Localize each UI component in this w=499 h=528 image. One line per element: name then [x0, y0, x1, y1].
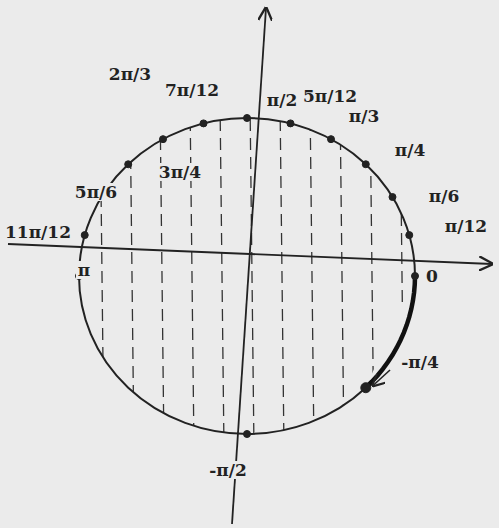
hatch-line [190, 100, 194, 450]
angle-point [361, 383, 371, 393]
angle-label: 3π/4 [157, 163, 203, 182]
hatch-line [100, 100, 104, 450]
angle-point [362, 161, 369, 168]
angle-point [244, 115, 251, 122]
angle-label: 5π/12 [301, 87, 359, 106]
angle-point [125, 161, 132, 168]
angle-point [412, 273, 419, 280]
angle-point [160, 136, 167, 143]
angle-label: 11π/12 [3, 223, 73, 242]
angle-point [200, 120, 207, 127]
hatch-line [340, 100, 344, 450]
angle-label: 2π/3 [107, 65, 153, 84]
y-axis [232, 8, 266, 524]
angle-label: π/6 [427, 187, 461, 206]
angle-label: 7π/12 [163, 81, 221, 100]
angle-point [244, 431, 251, 438]
hatch-line [370, 100, 374, 450]
angle-point [406, 232, 413, 239]
hatch-line [250, 100, 254, 450]
angle-label: -π/4 [399, 353, 441, 372]
angle-label: π/12 [443, 217, 489, 236]
hatch-line [220, 100, 224, 450]
angle-label: 5π/6 [73, 183, 119, 202]
unit-circle [79, 118, 415, 434]
hatch-line [160, 100, 164, 450]
angle-label: -π/2 [207, 461, 249, 480]
hatching [100, 100, 404, 450]
angle-label: π [76, 261, 92, 280]
hatch-line [310, 100, 314, 450]
angle-label: π/3 [347, 107, 381, 126]
hatch-line [130, 100, 134, 450]
angle-label: π/2 [265, 91, 299, 110]
angle-point [81, 232, 88, 239]
pointer-arrow [373, 370, 390, 386]
angle-label: π/4 [393, 141, 427, 160]
hatch-line [280, 100, 284, 450]
angle-point [287, 120, 294, 127]
angle-point [328, 136, 335, 143]
angle-label: 0 [424, 267, 440, 286]
angle-point [389, 194, 396, 201]
